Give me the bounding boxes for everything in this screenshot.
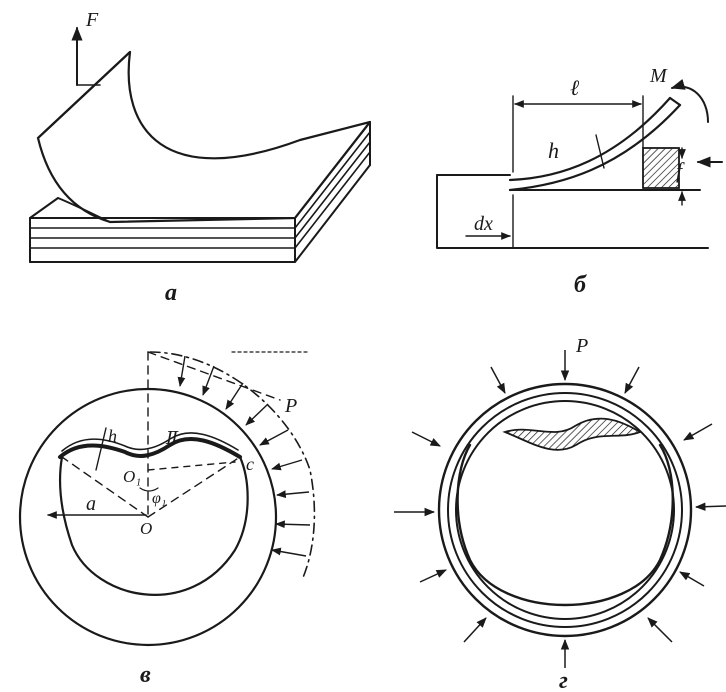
peel-contact-line: [57, 197, 111, 223]
pressure-top-guide: [147, 351, 281, 401]
roman-label: Ⅱ: [165, 428, 179, 448]
radius-left: [61, 456, 149, 518]
panel-a: F а: [29, 9, 372, 306]
stack-top-edge: [29, 121, 371, 219]
ring-layer-1: [437, 382, 693, 638]
peeled-sheet-body: [36, 50, 372, 224]
pressure-label-v: P: [284, 395, 297, 417]
delaminated-region: [502, 417, 643, 451]
ring-layer-3: [455, 400, 675, 620]
chord-line: [147, 461, 236, 471]
peeled-sheet-edge: [36, 50, 132, 140]
increment-label: dx: [474, 213, 493, 235]
pressure-label-g: P: [575, 335, 588, 357]
angle-arc: [139, 487, 159, 492]
inner-cavity: [59, 455, 249, 596]
thickness-label-b: h: [548, 138, 559, 163]
h-leader: [95, 427, 107, 471]
peeled-sheet: [36, 50, 372, 224]
stack-back-left: [29, 197, 59, 219]
hatched-block: [642, 147, 680, 189]
sheet-stack: [29, 121, 371, 263]
stack-layer-3: [29, 151, 371, 249]
force-label: F: [85, 9, 99, 31]
stack-layer-2: [29, 141, 371, 239]
thickness-label-v: h: [108, 426, 117, 446]
panel-b: ℓ M h f dx б: [436, 65, 723, 298]
radius-a-label: a: [86, 493, 96, 515]
center-o-label: O: [140, 519, 152, 538]
pressure-arrows: [177, 355, 311, 557]
panel-v-caption: в: [140, 662, 151, 688]
thickness-tick: [595, 134, 605, 169]
outer-ring: [18, 387, 278, 647]
pressure-envelope: [149, 351, 316, 581]
moment-label: M: [649, 65, 668, 87]
moment-arrow: [670, 79, 709, 123]
panel-a-caption: а: [165, 280, 177, 306]
deflection-label: f: [676, 158, 685, 183]
radius-right: [147, 456, 241, 518]
panel-v: a P h Ⅱ c O₁ φ₁ O в: [18, 351, 316, 688]
panel-g: P г: [394, 335, 726, 692]
ring-layer-2: [447, 392, 683, 628]
substrate-outline: [436, 174, 709, 249]
point-c-label: c: [246, 454, 254, 474]
strip-lower-edge: [508, 103, 682, 192]
length-label: ℓ: [570, 75, 580, 100]
inner-cavity-g: [456, 443, 674, 607]
pressure-arrows-g: [394, 350, 726, 668]
panel-b-caption: б: [574, 272, 587, 298]
strip-tip: [668, 96, 682, 107]
stack-layer-1: [29, 131, 371, 229]
buckled-layer-top: [61, 432, 239, 452]
center-o1-label: O₁: [123, 467, 141, 486]
panel-g-caption: г: [559, 668, 568, 692]
angle-label: φ₁: [152, 490, 166, 507]
strip-upper-edge: [508, 96, 672, 182]
